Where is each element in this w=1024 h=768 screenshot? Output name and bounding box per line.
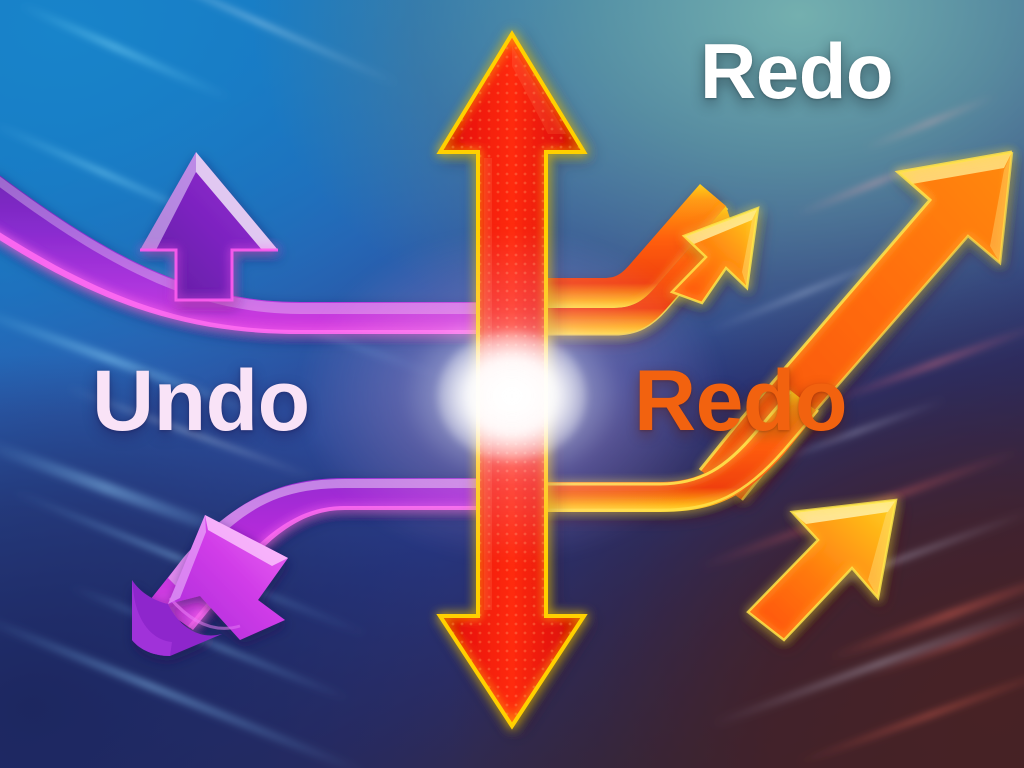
undo-arrowhead-upper	[140, 152, 278, 302]
redo-arrowhead-lower	[746, 498, 898, 642]
redo-arrow-corner	[698, 150, 1014, 501]
undo-ribbon-lower-shape	[150, 478, 505, 630]
redo-label: Redo	[634, 353, 848, 449]
redo-ribbon-upper-shape	[524, 184, 736, 336]
redo-ribbon-lower-shape	[524, 390, 819, 512]
redo-arrowhead-upper	[669, 206, 760, 305]
undo-label: Undo	[92, 353, 310, 449]
redo-top-label: Redo	[700, 27, 894, 115]
undo-arrowhead-lower	[132, 515, 288, 656]
undo-ribbon-upper-shape	[0, 175, 500, 334]
